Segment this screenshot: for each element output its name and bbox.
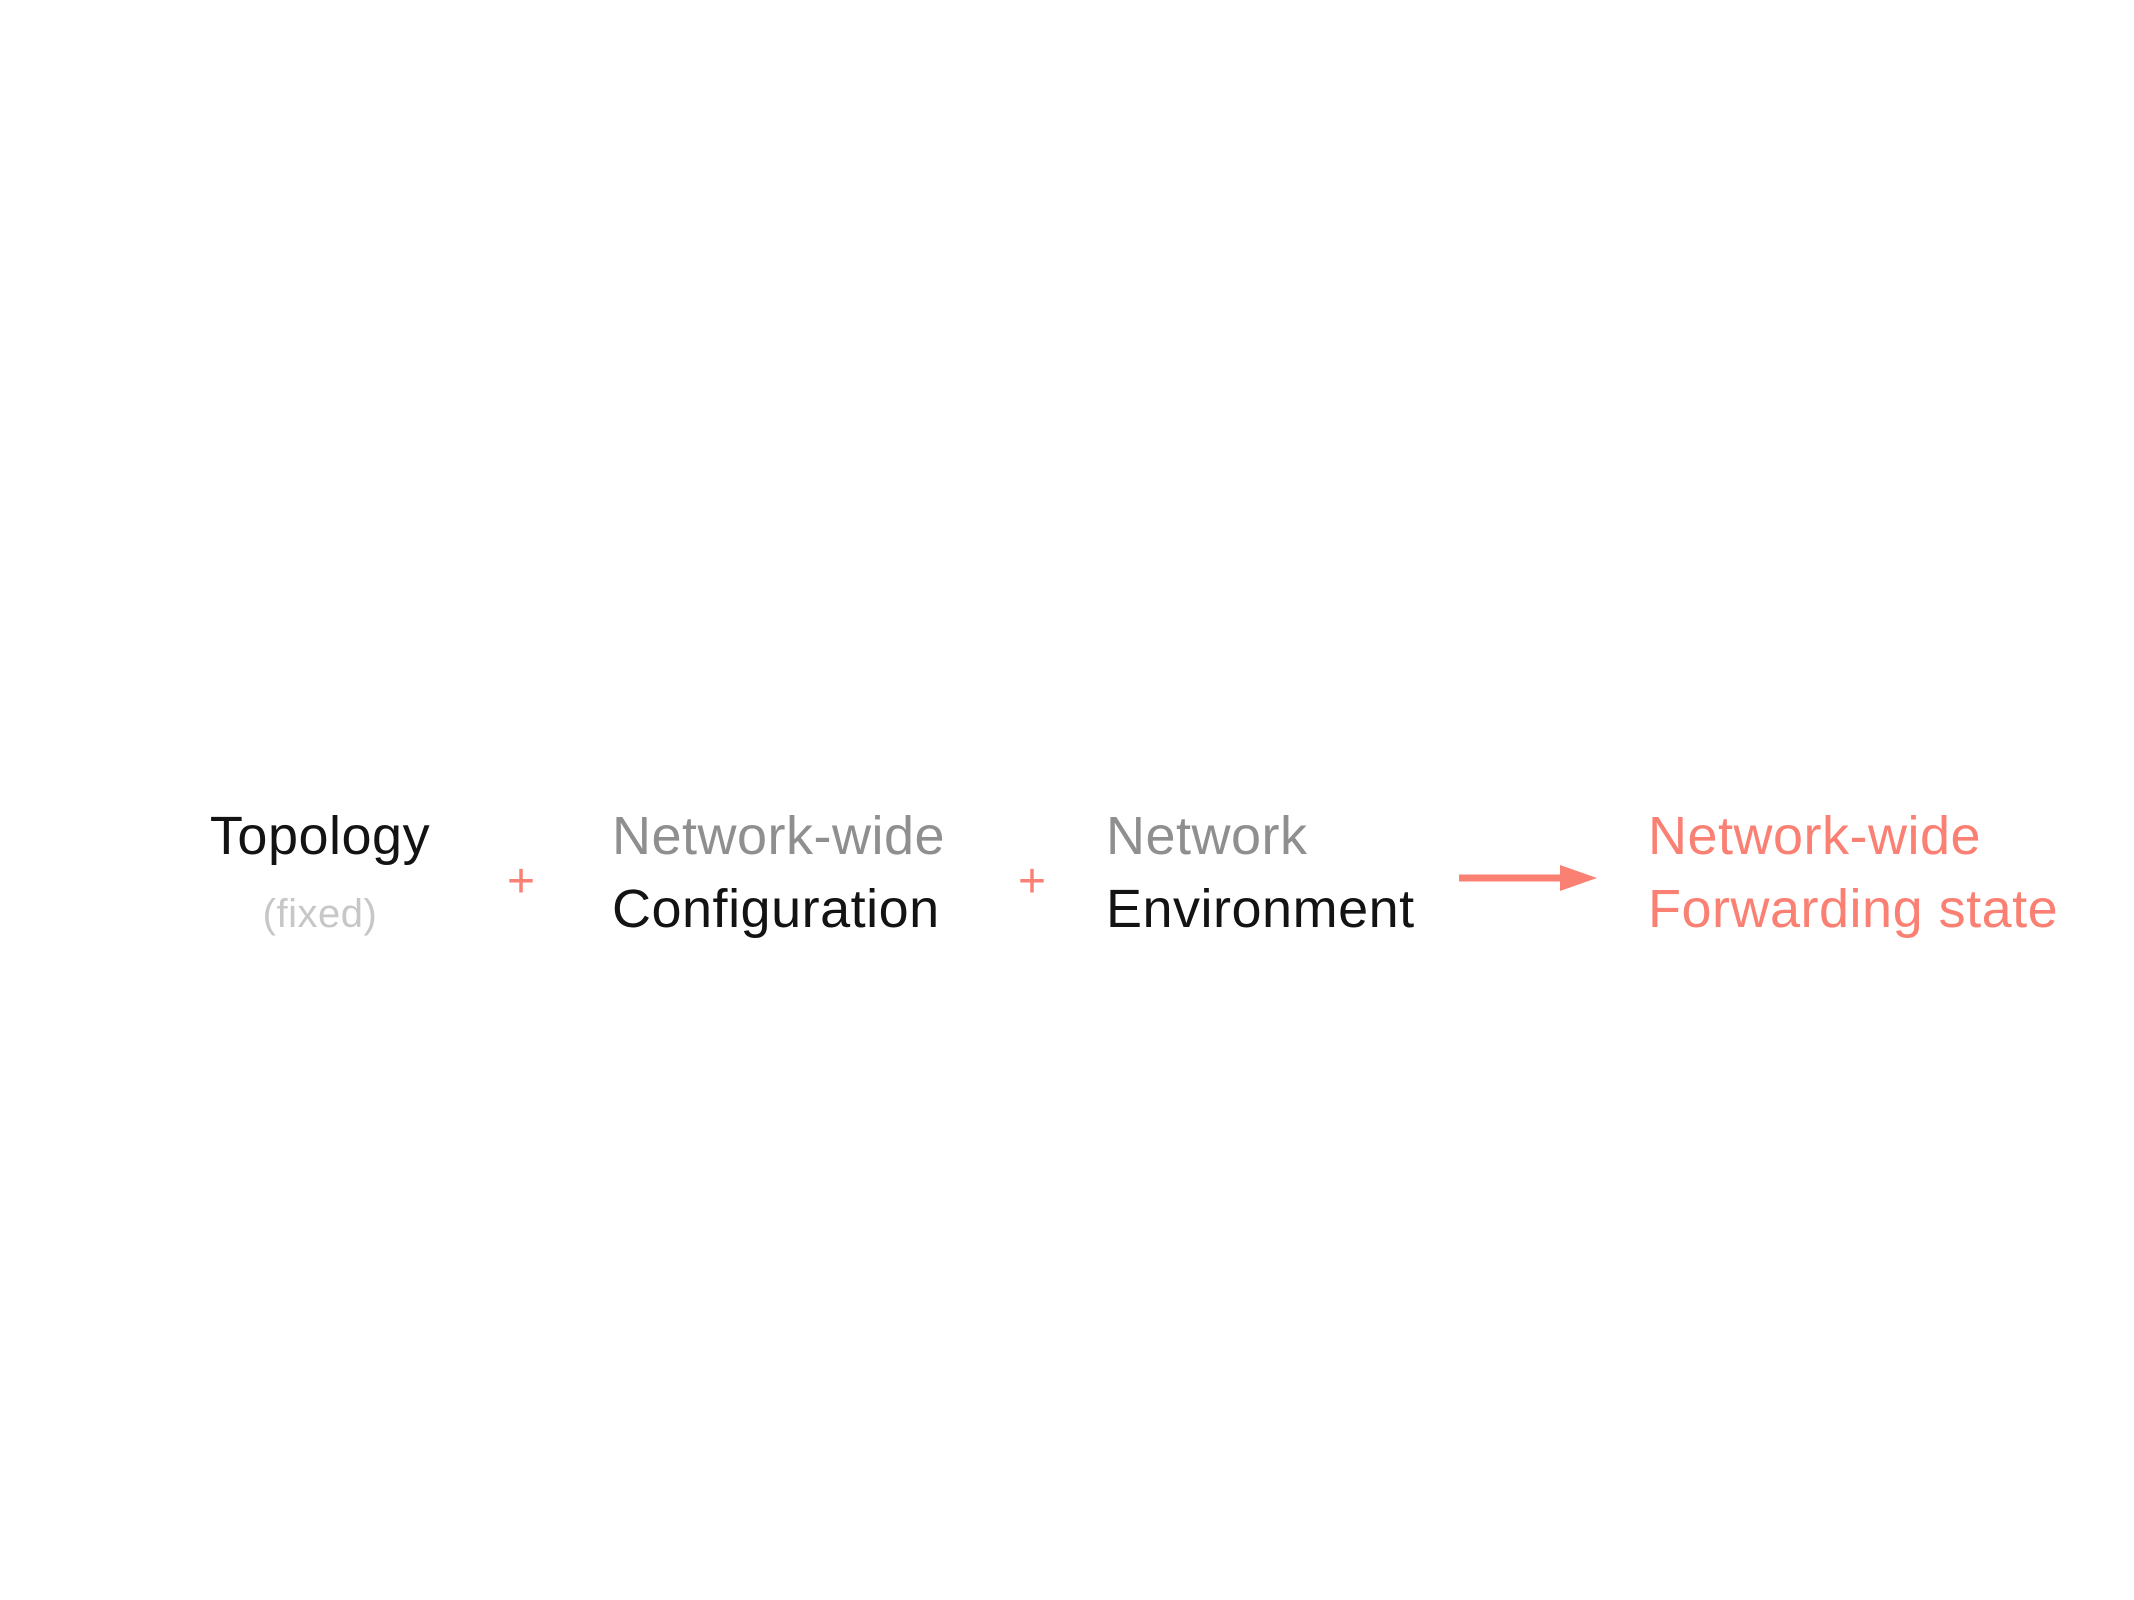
environment-label: Environment (1106, 879, 1415, 939)
term-forwarding-state: Network-wide Forwarding state (1648, 800, 2058, 946)
forwarding-label: Forwarding state (1648, 879, 2059, 939)
topology-label: Topology (209, 806, 431, 866)
plus-operator-1: + (506, 854, 536, 908)
environment-qualifier: Network (1106, 806, 1308, 866)
forwarding-qualifier: Network-wide (1648, 806, 1982, 866)
plus-operator-2: + (1017, 854, 1047, 908)
term-environment: Network Environment (1106, 800, 1415, 946)
topology-fixed-note: (fixed) (262, 892, 378, 936)
configuration-qualifier: Network-wide (612, 806, 946, 866)
term-configuration: Network-wide Configuration (612, 800, 945, 946)
configuration-label: Configuration (612, 879, 940, 939)
term-topology: Topology (fixed) (170, 800, 470, 946)
right-arrow-icon (1458, 856, 1600, 900)
